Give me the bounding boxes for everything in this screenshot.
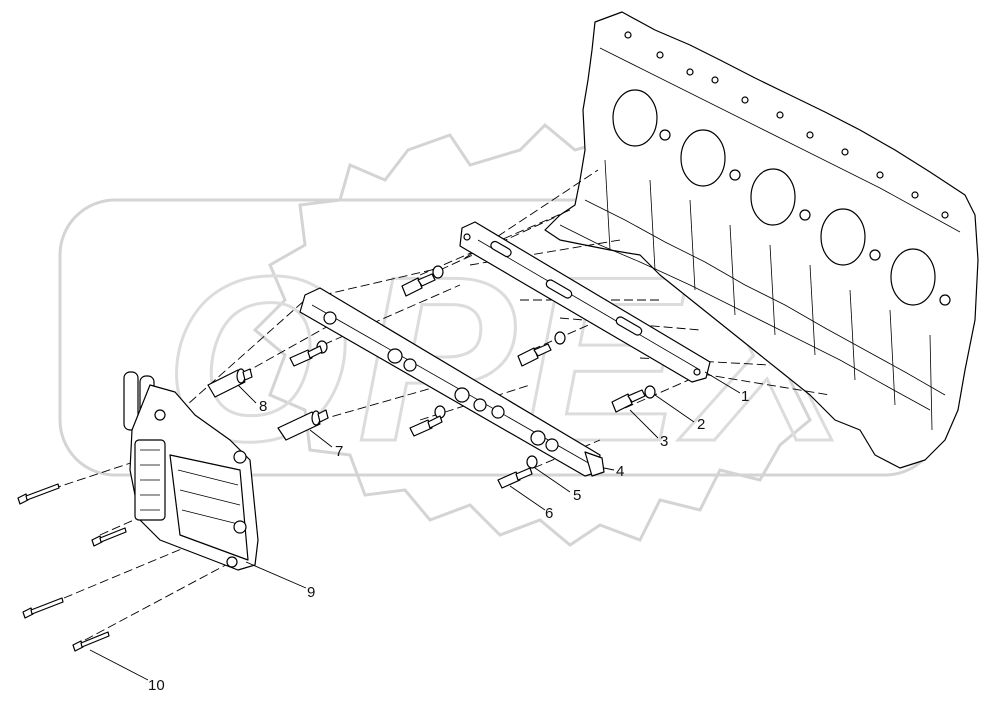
callout-7: 7 bbox=[335, 443, 343, 460]
washers bbox=[316, 265, 656, 469]
part-4-fuel-rail bbox=[299, 287, 605, 477]
part-10-long-bolts bbox=[17, 483, 127, 652]
callout-9: 9 bbox=[307, 584, 315, 601]
callout-3: 3 bbox=[660, 433, 668, 450]
washer-2 bbox=[644, 385, 656, 399]
engine-block-crank-edge bbox=[559, 224, 931, 411]
callout-1: 1 bbox=[741, 388, 749, 405]
engine-block bbox=[544, 11, 979, 469]
callout-6: 6 bbox=[545, 505, 553, 522]
cylinder-bores bbox=[612, 89, 936, 306]
part-9-ecu bbox=[123, 371, 259, 571]
callout-4: 4 bbox=[616, 463, 624, 480]
engine-block-top-edge bbox=[599, 47, 961, 233]
part-7-spacer bbox=[277, 409, 329, 441]
part-1-bracket bbox=[459, 221, 711, 383]
callout-10: 10 bbox=[148, 677, 165, 694]
callout-8: 8 bbox=[259, 398, 267, 415]
callout-labels: 1 2 3 4 5 6 7 8 9 10 bbox=[148, 388, 749, 694]
part-6-screws bbox=[289, 345, 533, 489]
part-8-spacer bbox=[207, 368, 253, 398]
leader-lines bbox=[89, 371, 741, 681]
block-bolt-holes bbox=[624, 31, 951, 306]
engine-block-lower-edge bbox=[584, 199, 946, 396]
washer-5 bbox=[526, 455, 538, 469]
part-3-bolts bbox=[401, 273, 646, 413]
callout-2: 2 bbox=[697, 416, 705, 433]
callout-5: 5 bbox=[573, 487, 581, 504]
block-ribs bbox=[604, 159, 933, 431]
